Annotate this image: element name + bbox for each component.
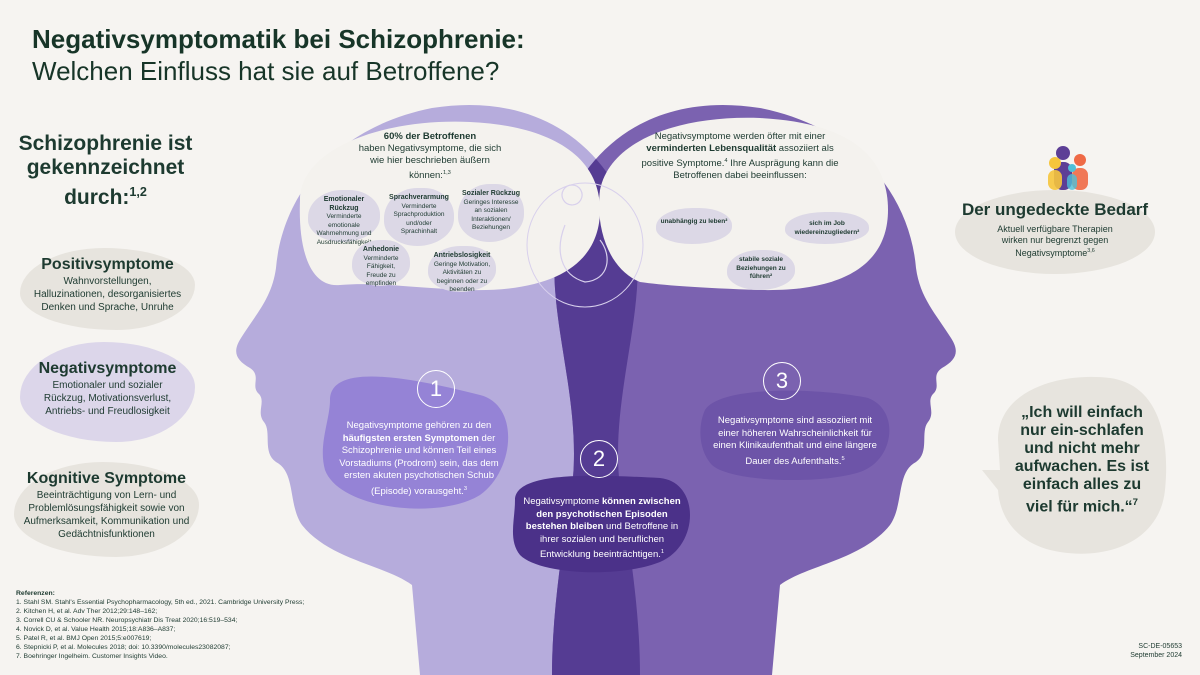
reference-item: 4. Novick D, et al. Value Health 2015;18…	[16, 626, 176, 633]
patient-quote: „Ich will einfach nur ein-schlafen und n…	[1014, 404, 1150, 516]
impact-job: sich im Job wiedereinzugliedern²	[785, 212, 869, 244]
reference-item: 1. Stahl SM. Stahl's Essential Psychopha…	[16, 599, 305, 606]
people-icon	[1048, 146, 1088, 190]
point2-blob	[512, 475, 690, 573]
right-thought-bubble	[599, 117, 888, 291]
impact-beziehungen: stabile soziale Beziehungen zu führen²	[727, 250, 795, 290]
references: Referenzen: 1. Stahl SM. Stahl's Essenti…	[16, 590, 305, 660]
reference-item: 7. Boehringer Ingelheim. Customer Insigh…	[16, 653, 168, 660]
point1-text: Negativsymptome gehören zu den häufigste…	[339, 420, 499, 497]
point3-text: Negativsymptome sind assoziiert mit eine…	[713, 415, 877, 467]
point2-number: 2	[580, 440, 618, 478]
impact-unabhaengig: unabhängig zu leben²	[656, 208, 732, 244]
page-title: Negativsymptomatik bei Schizophrenie:	[32, 24, 525, 54]
curled-person-icon	[559, 184, 608, 283]
point2-text: Negativsymptome können zwischen den psyc…	[523, 496, 681, 561]
quote-bubble	[982, 376, 1167, 554]
curled-person-circle	[526, 182, 644, 308]
unmet-need-title: Der ungedeckte Bedarf	[961, 200, 1149, 219]
point1-number: 1	[417, 370, 455, 408]
reference-item: 5. Patel R, et al. BMJ Open 2015;5:e0076…	[16, 635, 152, 642]
left-heading: Schizophrenie ist gekennzeichnet durch:1…	[18, 132, 193, 209]
reference-item: 3. Correll CU & Schooler NR. Neuropsychi…	[16, 617, 238, 624]
unmet-need-text: Aktuell verfügbare Therapien wirken nur …	[997, 224, 1113, 258]
reference-item: 2. Kitchen H, et al. Adv Ther 2012;29:14…	[16, 608, 158, 615]
reference-item: 6. Stepnicki P, et al. Molecules 2018; d…	[16, 644, 231, 651]
point1-blob	[322, 376, 509, 509]
right-bubble-intro: Negativsymptome werden öfter mit einer v…	[641, 131, 839, 182]
unmet-need-bg	[955, 190, 1155, 274]
point3-blob	[700, 390, 890, 481]
point3-number: 3	[763, 362, 801, 400]
page-subtitle: Welchen Einfluss hat sie auf Betroffene?	[32, 56, 500, 86]
